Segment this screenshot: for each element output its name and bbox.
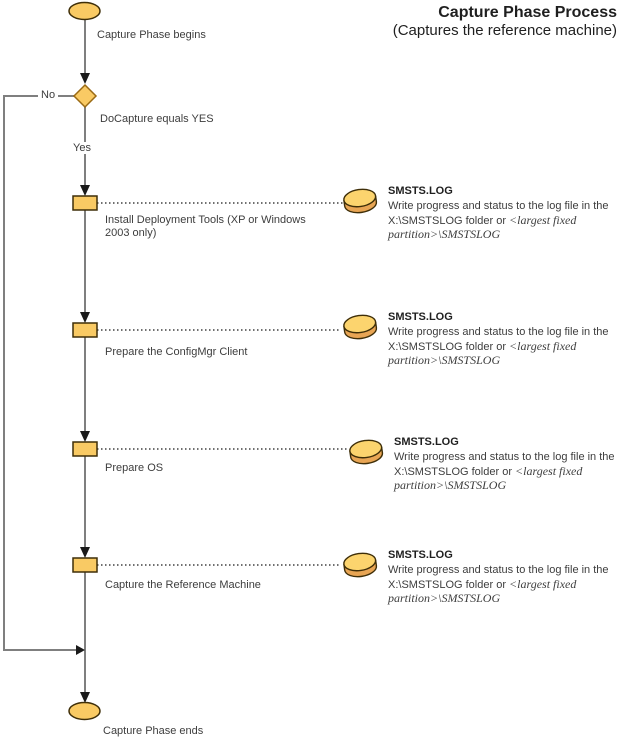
connector-no-branch	[3, 95, 77, 651]
page-title: Capture Phase Process	[438, 4, 617, 21]
arrowhead-into-step3	[80, 431, 90, 442]
arrowhead-into-step4	[80, 547, 90, 558]
log-annotation-text-italic: <largest fixed partition>\SMSTSLOG	[388, 338, 577, 367]
title-block: Capture Phase Process (Captures the refe…	[393, 4, 617, 40]
start-label: Capture Phase begins	[97, 29, 206, 41]
no-branch-label: No	[38, 89, 59, 101]
log-annotation-heading: SMSTS.LOG	[388, 185, 453, 197]
dotted-connectors	[97, 202, 348, 566]
step3-label: Prepare OS	[105, 462, 164, 474]
page-subtitle: (Captures the reference machine)	[392, 22, 617, 40]
log-annotation-4: SMSTS.LOG Write progress and status to t…	[338, 547, 609, 617]
process-rect-step1	[72, 195, 98, 211]
end-ellipse	[68, 701, 101, 721]
step2-label: Prepare the ConfigMgr Client	[105, 346, 248, 358]
log-disk-icon	[343, 552, 378, 578]
step4-label: Capture the Reference Machine	[105, 579, 261, 591]
log-annotation-text-normal: Write progress and status to the log fil…	[388, 326, 609, 353]
log-annotation-3: SMSTS.LOG Write progress and status to t…	[344, 434, 615, 504]
decision-diamond	[72, 83, 98, 109]
arrowhead-no-branch-junction	[76, 645, 85, 655]
log-annotation-text: Write progress and status to the log fil…	[388, 200, 622, 243]
log-annotation-text-normal: Write progress and status to the log fil…	[388, 200, 609, 227]
arrowheads	[76, 73, 90, 703]
log-disk-icon	[343, 314, 378, 340]
log-annotation-text-normal: Write progress and status to the log fil…	[388, 564, 609, 591]
log-disk-icon	[343, 188, 378, 214]
process-rect-step2	[72, 322, 98, 338]
start-ellipse	[68, 1, 101, 21]
step1-label: Install Deployment Tools (XP or Windows …	[105, 214, 306, 239]
log-annotation-text: Write progress and status to the log fil…	[394, 451, 622, 494]
arrowhead-into-step2	[80, 312, 90, 323]
log-annotation-text: Write progress and status to the log fil…	[388, 564, 622, 607]
log-annotation-heading: SMSTS.LOG	[394, 436, 459, 448]
process-rect-step4	[72, 557, 98, 573]
log-disk-icon	[349, 439, 384, 465]
yes-branch-label: Yes	[70, 142, 94, 154]
arrowhead-into-decision	[80, 73, 90, 84]
log-annotation-text-italic: <largest fixed partition>\SMSTSLOG	[388, 576, 577, 605]
end-label: Capture Phase ends	[103, 725, 204, 737]
log-annotation-heading: SMSTS.LOG	[388, 549, 453, 561]
arrowhead-into-step1	[80, 185, 90, 196]
log-annotation-text: Write progress and status to the log fil…	[388, 326, 622, 369]
log-annotation-1: SMSTS.LOG Write progress and status to t…	[338, 183, 609, 253]
log-annotation-text-italic: <largest fixed partition>\SMSTSLOG	[388, 212, 577, 241]
log-annotation-heading: SMSTS.LOG	[388, 311, 453, 323]
decision-label: DoCapture equals YES	[100, 113, 214, 125]
log-annotation-2: SMSTS.LOG Write progress and status to t…	[338, 309, 609, 379]
process-rect-step3	[72, 441, 98, 457]
log-annotation-text-italic: <largest fixed partition>\SMSTSLOG	[394, 463, 583, 492]
arrowhead-into-end	[80, 692, 90, 703]
connector-lines	[3, 19, 86, 694]
log-annotation-text-normal: Write progress and status to the log fil…	[394, 451, 615, 478]
